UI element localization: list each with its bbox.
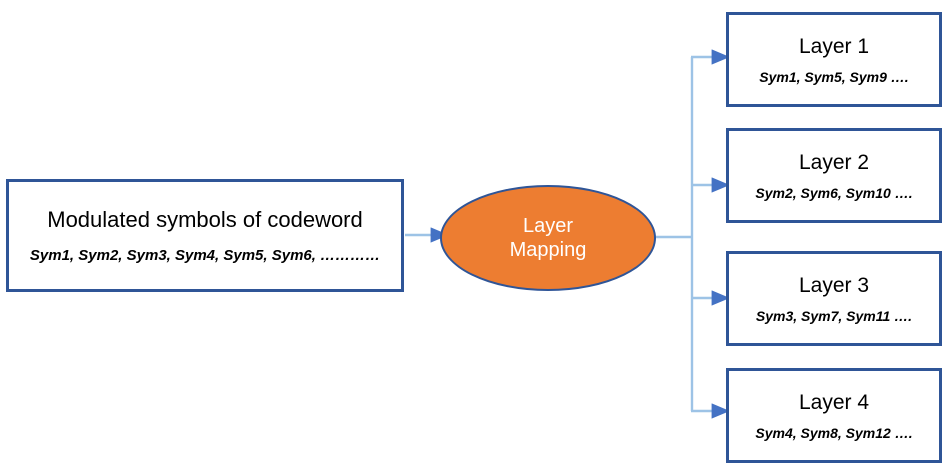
layer-1-title: Layer 1 [798, 34, 870, 58]
layer-box-2: Layer 2 Sym2, Sym6, Sym10 …. [726, 128, 942, 223]
source-box-title: Modulated symbols of codeword [47, 207, 363, 232]
layer-3-symbols: Sym3, Sym7, Sym11 …. [755, 307, 913, 324]
layer-box-4: Layer 4 Sym4, Sym8, Sym12 …. [726, 368, 942, 463]
layer-4-title: Layer 4 [798, 390, 870, 414]
source-box-symbols: Sym1, Sym2, Sym3, Sym4, Sym5, Sym6, ………… [29, 247, 381, 264]
layer-box-3: Layer 3 Sym3, Sym7, Sym11 …. [726, 251, 942, 346]
layer-2-title: Layer 2 [798, 150, 870, 174]
layer-mapping-ellipse: Layer Mapping [440, 185, 656, 291]
layer-1-symbols: Sym1, Sym5, Sym9 …. [759, 68, 909, 85]
layer-4-symbols: Sym4, Sym8, Sym12 …. [755, 424, 913, 441]
layer-3-title: Layer 3 [798, 273, 870, 297]
layer-2-symbols: Sym2, Sym6, Sym10 …. [755, 184, 913, 201]
layer-mapping-label: Layer Mapping [509, 214, 587, 261]
layer-box-1: Layer 1 Sym1, Sym5, Sym9 …. [726, 12, 942, 107]
source-codeword-box: Modulated symbols of codeword Sym1, Sym2… [6, 179, 404, 292]
